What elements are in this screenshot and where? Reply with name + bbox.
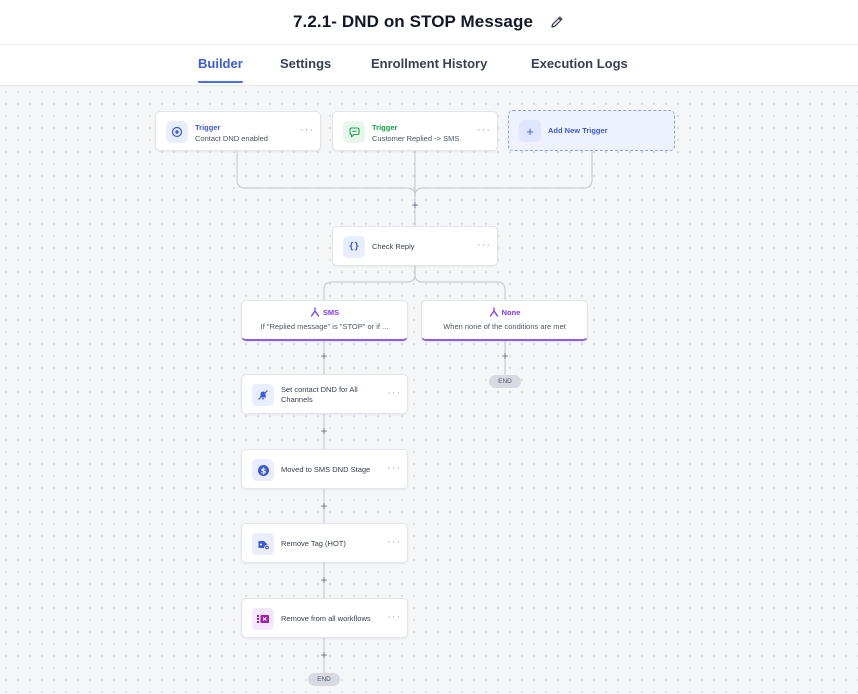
add-step-button[interactable]: + [320, 499, 328, 513]
action-label: Moved to SMS DND Stage [281, 465, 371, 474]
tab-builder[interactable]: Builder [198, 45, 243, 83]
more-options-icon[interactable]: ··· [387, 611, 401, 623]
more-options-icon[interactable]: ··· [300, 124, 314, 136]
branch-fork-icon [489, 307, 499, 319]
condition-node-check-reply[interactable]: {} Check Reply ··· [332, 226, 498, 266]
more-options-icon[interactable]: ··· [387, 462, 401, 474]
trigger-subtitle: Customer Replied -> SMS [372, 134, 460, 143]
action-label: Set contact DND for All Channels [281, 385, 358, 404]
end-marker: END [308, 673, 340, 686]
branch-fork-icon [310, 307, 320, 319]
add-new-trigger-button[interactable]: + Add New Trigger [508, 110, 675, 151]
add-trigger-label: Add New Trigger [548, 126, 608, 135]
action-label: Remove from all workflows [281, 614, 371, 623]
target-icon [166, 121, 188, 143]
branch-title: None [422, 307, 587, 319]
add-step-button[interactable]: + [411, 198, 419, 212]
more-options-icon[interactable]: ··· [387, 536, 401, 548]
more-options-icon[interactable]: ··· [477, 124, 491, 136]
branch-title: SMS [242, 307, 407, 319]
action-label: Remove Tag (HOT) [281, 539, 346, 548]
bell-off-icon [252, 384, 274, 406]
action-node-remove-tag[interactable]: Remove Tag (HOT) ··· [241, 523, 408, 563]
add-step-button[interactable]: + [320, 349, 328, 363]
chat-bubble-icon [343, 121, 365, 143]
dollar-coin-icon: $ [252, 459, 274, 481]
branch-node-sms[interactable]: SMS If "Replied message" is "STOP" or if… [241, 300, 408, 341]
more-options-icon[interactable]: ··· [387, 387, 401, 399]
braces-icon: {} [343, 236, 365, 258]
svg-text:$: $ [260, 466, 266, 475]
pencil-icon[interactable] [549, 14, 565, 30]
tab-bar: Builder Settings Enrollment History Exec… [0, 45, 858, 86]
add-step-button[interactable]: + [501, 349, 509, 363]
workflow-header: 7.2.1- DND on STOP Message [0, 0, 858, 45]
more-options-icon[interactable]: ··· [477, 239, 491, 251]
branch-condition: If "Replied message" is "STOP" or if ... [260, 322, 389, 331]
action-node-move-stage[interactable]: $ Moved to SMS DND Stage ··· [241, 449, 408, 489]
trigger-node-customer-replied[interactable]: Trigger Customer Replied -> SMS ··· [332, 111, 498, 151]
trigger-node-contact-dnd[interactable]: Trigger Contact DND enabled ··· [155, 111, 321, 151]
workflow-remove-icon [252, 608, 274, 630]
builder-canvas[interactable] [0, 86, 858, 694]
branch-condition: When none of the conditions are met [443, 322, 566, 331]
condition-label: Check Reply [372, 242, 415, 251]
action-node-set-dnd[interactable]: Set contact DND for All Channels ··· [241, 374, 408, 414]
tab-execution-logs[interactable]: Execution Logs [531, 56, 628, 71]
add-step-button[interactable]: + [320, 424, 328, 438]
end-marker: END [489, 375, 521, 388]
plus-icon: + [519, 120, 541, 142]
tab-settings[interactable]: Settings [280, 56, 332, 71]
action-node-remove-workflows[interactable]: Remove from all workflows ··· [241, 598, 408, 638]
add-step-button[interactable]: + [320, 573, 328, 587]
add-step-button[interactable]: + [320, 648, 328, 662]
trigger-label: Trigger [372, 123, 398, 132]
tab-enrollment-history[interactable]: Enrollment History [371, 56, 488, 71]
trigger-label: Trigger [195, 123, 221, 132]
branch-node-none[interactable]: None When none of the conditions are met [421, 300, 588, 341]
workflow-title: 7.2.1- DND on STOP Message [292, 12, 534, 31]
trigger-subtitle: Contact DND enabled [195, 134, 268, 143]
tag-remove-icon [252, 533, 274, 555]
